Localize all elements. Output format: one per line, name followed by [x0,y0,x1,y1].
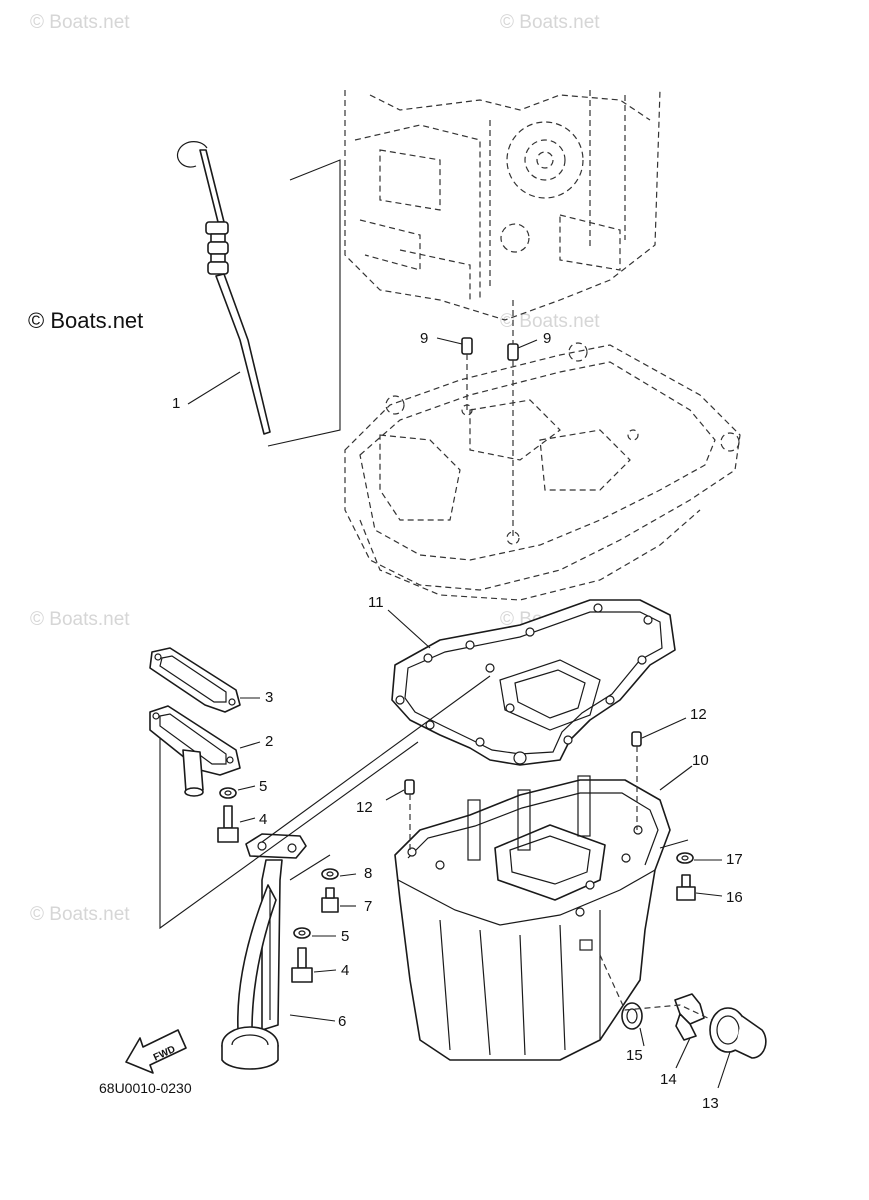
diagram-reference-code: 68U0010-0230 [99,1080,192,1096]
bolt-guide-line [289,854,331,881]
callout-2: 2 [265,733,273,750]
callout-6: 6 [338,1013,346,1030]
callout-14: 14 [660,1071,677,1088]
callout-7: 7 [364,898,372,915]
bolt-16 [676,874,696,901]
gasket-15 [621,1002,643,1030]
strainer-guide-line-upper [261,675,491,843]
cap-13 [709,1007,767,1059]
callout-17: 17 [726,851,743,868]
callout-13: 13 [702,1095,719,1112]
dipstick-bracket-line [267,159,341,447]
callout-15: 15 [626,1047,643,1064]
dowel-pin-right [507,343,519,361]
forward-arrow-icon: FWD [125,1029,187,1074]
watermark-top-left: © Boats.net [30,12,130,33]
dowel-pin-12-lower [404,779,415,795]
dowel-pin-left [461,337,473,355]
watermark-left-middle: © Boats.net [30,609,130,630]
bolt-17-guide [659,839,689,849]
oil-pan [394,775,671,1061]
callout-9-left: 9 [420,330,428,347]
callout-4-lower: 4 [341,962,349,979]
engine-block-outline [344,89,661,321]
bolt-7 [321,887,339,913]
callout-11: 11 [368,594,384,611]
callout-12-lower: 12 [356,799,373,816]
bolt-lower [291,947,313,983]
callout-4-upper: 4 [259,811,267,828]
callout-9-right: 9 [543,330,551,347]
watermark-top-right: © Boats.net [500,12,600,33]
callout-8: 8 [364,865,372,882]
callout-5-upper: 5 [259,778,267,795]
washer-upper [219,787,237,799]
watermark-mid-right: © Boats.net [500,311,600,332]
washer-17 [676,852,694,864]
washer-lower [293,927,311,939]
callout-16: 16 [726,889,743,906]
dowel-pin-12-upper [631,731,642,747]
dipstick [176,141,271,435]
strainer-guide-line [159,738,419,930]
callout-5-lower: 5 [341,928,349,945]
callout-10: 10 [692,752,709,769]
strainer-cover [149,705,241,797]
oil-strainer-pipe [221,833,307,1070]
watermark-left-lower: © Boats.net [30,904,130,925]
washer-8 [321,868,339,880]
callout-12-upper: 12 [690,706,707,723]
upper-casing [344,342,741,601]
bolt-upper [217,805,239,843]
callout-1: 1 [172,395,180,412]
strainer-gasket [149,647,241,713]
drain-plug-14 [674,993,705,1041]
oil-pan-gasket [391,599,676,766]
callout-3: 3 [265,689,273,706]
watermark-dark: © Boats.net [28,308,143,333]
